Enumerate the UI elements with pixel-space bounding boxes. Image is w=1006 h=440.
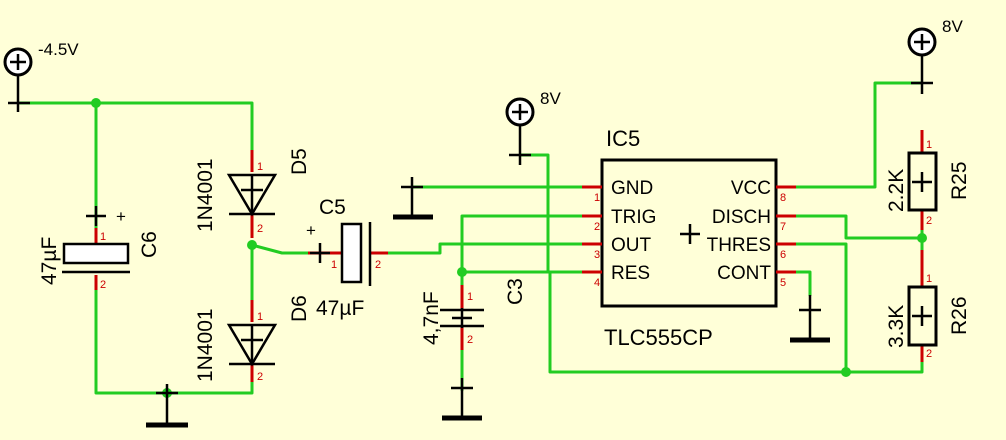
resistor-icon	[907, 285, 938, 347]
component-ref: C6	[138, 231, 161, 258]
wire-disch	[774, 214, 924, 240]
component-value: 4,7nF	[420, 291, 443, 345]
ic-ref: IC5	[606, 126, 640, 151]
wire-c5-out	[373, 242, 584, 255]
capacitor-icon	[62, 242, 130, 265]
pin-number: 5	[780, 277, 786, 289]
pin-number: 2	[375, 259, 381, 271]
pin-number: 1	[257, 311, 263, 323]
pin-number: 2	[257, 223, 263, 235]
component-ref: C3	[504, 278, 527, 305]
pin-number: 3	[594, 249, 600, 261]
pin-number: 2	[100, 279, 106, 291]
component-value: 47µF	[316, 297, 364, 320]
pin-name: DISCH	[712, 207, 771, 228]
ground-d6	[146, 384, 188, 428]
component-ref: C5	[319, 196, 346, 219]
ground-cont	[790, 295, 830, 343]
polarity-mark: +	[116, 207, 126, 226]
pin-name: CONT	[717, 263, 771, 284]
pin-number: 2	[257, 371, 263, 383]
pin-number: 1	[926, 139, 932, 151]
pin-name: TRIG	[611, 207, 656, 228]
pin-name: RES	[611, 263, 650, 284]
wire-d-c5	[250, 243, 312, 255]
diode-d6[interactable]: 1 2 1N4001 D6	[194, 295, 311, 383]
wire-c6-bottom	[94, 278, 254, 395]
pin-number: 2	[467, 334, 473, 346]
junction	[457, 267, 467, 277]
component-ref: R25	[948, 161, 971, 200]
power-neg: -4.5V	[3, 40, 79, 112]
junction	[917, 233, 927, 243]
pin-number: 1	[257, 161, 263, 173]
wire-vcc	[774, 81, 924, 189]
component-value: 3.3K	[885, 305, 908, 348]
pin-name: VCC	[731, 178, 771, 199]
pin-name: OUT	[611, 235, 652, 256]
capacitor-c3[interactable]: 1 2 4,7nF C3	[420, 278, 527, 350]
power-label: 8V	[942, 17, 963, 36]
pin-number: 1	[926, 273, 932, 285]
component-value: 1N4001	[194, 158, 217, 232]
wire-c3-thres	[460, 242, 848, 374]
component-ref: R26	[948, 296, 971, 335]
pin-number: 7	[780, 221, 786, 233]
wires	[18, 81, 924, 395]
resistor-r25[interactable]: 1 2 2.2K R25	[885, 130, 971, 230]
capacitor-icon	[340, 222, 363, 284]
pin-number: 2	[926, 215, 932, 227]
ground-ic	[393, 177, 433, 220]
power-vcc-ic: 8V	[505, 89, 561, 165]
pin-name: THRES	[707, 235, 771, 256]
power-vcc-right: 8V	[907, 17, 963, 94]
junction	[841, 367, 851, 377]
pin-number: 4	[594, 277, 600, 289]
wire-r26-bottom	[844, 358, 924, 374]
capacitor-c6[interactable]: + 1 2 47µF C6	[38, 206, 161, 291]
diode-d5[interactable]: 1 2 1N4001 D5	[194, 148, 311, 238]
pin-number: 2	[594, 221, 600, 233]
resistor-r26[interactable]: 1 2 3.3K R26	[885, 250, 971, 362]
pin-name: GND	[611, 178, 653, 199]
component-value: 2.2K	[885, 169, 908, 212]
ic-body	[600, 158, 778, 308]
pin-number: 1	[467, 291, 473, 303]
pin-number: 6	[780, 249, 786, 261]
wire-8v-res	[518, 153, 584, 274]
resistor-icon	[907, 151, 938, 212]
junction	[91, 98, 101, 108]
ground-c3	[442, 378, 482, 421]
pin-number: 2	[926, 348, 932, 360]
pin-number: 1	[331, 259, 337, 271]
pin-number: 1	[594, 192, 600, 204]
wire-neg-rail	[18, 101, 254, 152]
junction	[247, 240, 257, 250]
ic-tlc555[interactable]: 1 2 3 4 GND TRIG OUT RES 8 7 6 5 VCC DIS…	[582, 126, 796, 350]
component-ref: D6	[288, 295, 311, 322]
power-label: -4.5V	[38, 40, 79, 59]
component-value: 47µF	[38, 237, 61, 285]
power-label: 8V	[540, 89, 561, 108]
component-ref: D5	[288, 148, 311, 175]
pin-number: 8	[780, 192, 786, 204]
capacitor-c5[interactable]: + 1 2 C5 47µF	[306, 196, 388, 320]
ic-part: TLC555CP	[604, 325, 713, 350]
polarity-mark: +	[306, 221, 316, 240]
pin-number: 1	[100, 231, 106, 243]
component-value: 1N4001	[194, 308, 217, 382]
junctions	[91, 98, 927, 398]
